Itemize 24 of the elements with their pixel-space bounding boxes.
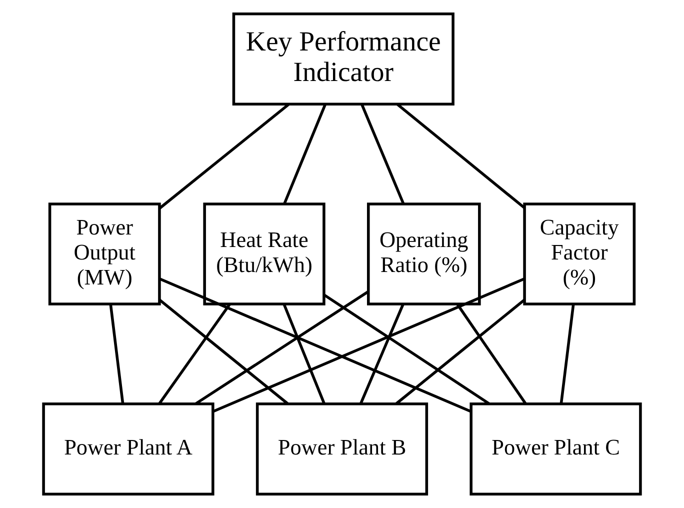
connector: [212, 277, 526, 413]
node-box: Operating Ratio (%): [366, 202, 481, 306]
node-box: Power Output (MW): [48, 202, 161, 306]
connector: [194, 290, 370, 406]
connector: [158, 298, 289, 405]
connector: [323, 294, 490, 405]
connector: [360, 104, 405, 205]
node-box: Power Plant B: [256, 402, 428, 496]
connector: [158, 103, 290, 210]
connector: [283, 104, 327, 205]
node-box: Heat Rate (Btu/kWh): [203, 202, 326, 306]
connector: [456, 304, 527, 404]
connector: [360, 304, 404, 404]
connector: [396, 103, 526, 209]
connector: [158, 304, 231, 404]
connector: [158, 277, 472, 413]
connector: [282, 304, 326, 404]
connector: [109, 304, 124, 404]
node-box: Capacity Factor (%): [523, 202, 636, 306]
connector: [395, 298, 526, 405]
node-box: Key Performance Indicator: [232, 12, 454, 106]
node-box: Power Plant A: [42, 402, 214, 496]
connector: [560, 304, 575, 404]
node-box: Power Plant C: [470, 402, 642, 496]
